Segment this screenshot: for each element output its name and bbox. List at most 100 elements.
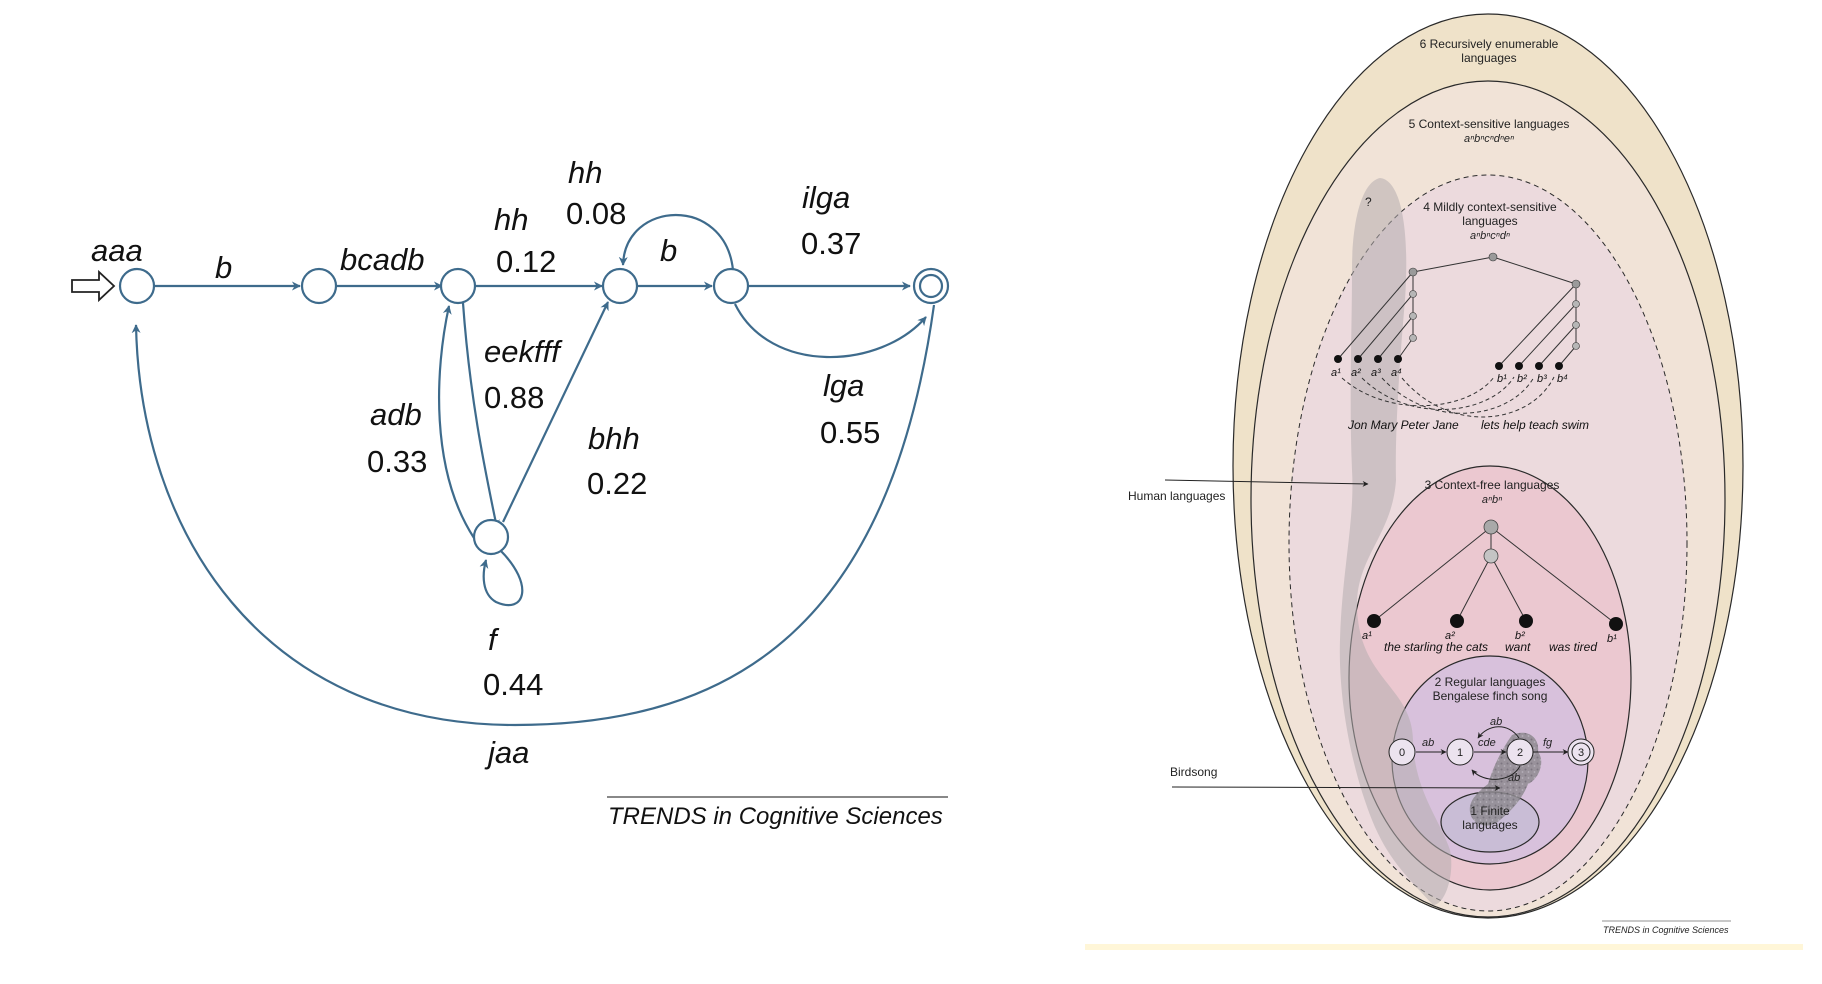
label-eekfff: eekfff	[484, 334, 563, 369]
prob-f: 0.44	[483, 667, 543, 702]
crossed-leaf-a4: a⁴	[1391, 367, 1402, 379]
fsm-state-0-label: 0	[1399, 747, 1405, 759]
level-4-title-line2: languages	[1462, 214, 1517, 228]
edge-s5-s3	[502, 301, 609, 523]
level-5-formula: aⁿbⁿcⁿdⁿeⁿ	[1464, 133, 1514, 145]
birdsong-label: Birdsong	[1170, 765, 1217, 779]
level-6-title-line2: languages	[1461, 51, 1516, 65]
label-lga: lga	[823, 368, 864, 403]
level-3-formula: aⁿbⁿ	[1482, 494, 1502, 506]
state-s4	[712, 267, 750, 305]
fsm-state-3-inner	[1571, 742, 1591, 762]
label-f: f	[488, 622, 500, 657]
label-hh-first: hh	[494, 202, 528, 237]
fsm-state-3-label: 3	[1578, 747, 1584, 759]
fsm-edge-fg: fg	[1543, 737, 1553, 749]
crossed-sentence-left: Jon Mary Peter Jane	[1347, 418, 1459, 432]
cf-leaf-a2	[1450, 614, 1464, 628]
edge-s2-s5	[461, 302, 500, 529]
fsm-state-2	[1506, 738, 1534, 766]
cf-label-b1: b¹	[1607, 633, 1617, 645]
credit-left: TRENDS in Cognitive Sciences	[608, 803, 943, 830]
state-final-inner	[918, 273, 944, 299]
crossed-leaf-b3: b³	[1537, 373, 1547, 385]
crossed-leaf-a2: a²	[1351, 367, 1361, 379]
credit-right: TRENDS in Cognitive Sciences	[1603, 925, 1729, 935]
fsm-state-0	[1388, 738, 1416, 766]
cf-label-a2: a²	[1445, 630, 1455, 642]
crossed-leaf-a1: a¹	[1331, 367, 1341, 379]
state-s0	[118, 267, 156, 305]
prob-eekfff: 0.88	[484, 380, 544, 415]
level-2-subtitle: Bengalese finch song	[1433, 689, 1548, 703]
cf-label-a1: a¹	[1362, 630, 1372, 642]
crossed-sentence-right: lets help teach swim	[1481, 418, 1589, 432]
crossed-leaf-a3: a³	[1371, 367, 1381, 379]
level-4-formula: aⁿbⁿcⁿdⁿ	[1470, 230, 1510, 242]
prob-lga: 0.55	[820, 415, 880, 450]
crossed-tree-nodes	[1334, 252, 1581, 370]
label-bhh: bhh	[588, 421, 640, 456]
cf-leaf-b1	[1609, 617, 1623, 631]
level-1-title: 1 Finite	[1470, 804, 1510, 818]
start-arrow-icon	[71, 269, 116, 303]
fsm-edge-ab-loop-bottom: ab	[1508, 772, 1520, 784]
label-b-first: b	[215, 250, 232, 285]
cf-inner-node	[1483, 548, 1499, 564]
prob-hh-second: 0.08	[566, 196, 626, 231]
prob-ilga: 0.37	[801, 226, 861, 261]
cf-word-the-starling-the-cats: the starling the cats	[1384, 640, 1488, 654]
prob-bhh: 0.22	[587, 466, 647, 501]
state-s2	[439, 267, 477, 305]
label-aaa: aaa	[91, 233, 143, 268]
fsm-state-1	[1446, 738, 1474, 766]
crossed-leaf-b2: b²	[1517, 373, 1527, 385]
birdsong-pointer	[1171, 784, 1501, 791]
state-s3	[601, 267, 639, 305]
label-bcadb: bcadb	[340, 242, 424, 277]
label-ilga: ilga	[802, 180, 850, 215]
level-5-title: 5 Context-sensitive languages	[1409, 117, 1570, 131]
level-3-title: 3 Context-free languages	[1425, 478, 1560, 492]
level-2-title: 2 Regular languages	[1435, 675, 1546, 689]
question-mark: ?	[1365, 195, 1372, 209]
finite-state-automaton: aaa b bcadb hh 0.12 hh 0.08 b ilga 0.37 …	[71, 155, 950, 830]
human-languages-band	[1339, 178, 1452, 905]
label-adb: adb	[370, 397, 422, 432]
label-hh-second: hh	[568, 155, 602, 190]
level-1-title-line2: languages	[1462, 818, 1517, 832]
fsm-edge-ab-0-1: ab	[1422, 737, 1434, 749]
label-jaa: jaa	[484, 735, 529, 770]
edge-s5-self	[479, 549, 524, 607]
fsm-edge-cde: cde	[1478, 737, 1496, 749]
fsm-state-2-label: 2	[1517, 747, 1523, 759]
human-languages-pointer	[1164, 479, 1369, 487]
edge-s4-final-curve	[734, 303, 927, 359]
chomsky-hierarchy: 6 Recursively enumerable languages 5 Con…	[1085, 13, 1803, 950]
cf-leaf-a1	[1367, 614, 1381, 628]
prob-hh-first: 0.12	[496, 244, 556, 279]
level-6-title: 6 Recursively enumerable	[1420, 37, 1559, 51]
edge-s5-s2	[438, 305, 475, 539]
edge-s4-s3-loop	[618, 213, 735, 271]
prob-adb: 0.33	[367, 444, 427, 479]
label-b-second: b	[660, 233, 677, 268]
fsm-edge-ab-loop-top: ab	[1490, 716, 1502, 728]
finch-song-fsm	[1416, 726, 1569, 780]
crossed-serial-tree	[1337, 256, 1577, 418]
cf-leaf-b2	[1519, 614, 1533, 628]
level-4-title: 4 Mildly context-sensitive	[1423, 200, 1557, 214]
state-s5	[472, 518, 510, 556]
fsm-state-1-label: 1	[1457, 747, 1463, 759]
cf-label-b2: b²	[1515, 630, 1525, 642]
crossed-leaf-b4: b⁴	[1557, 373, 1568, 385]
footer-band	[1085, 944, 1803, 950]
edge-final-s0-arc	[131, 304, 936, 727]
human-languages-label: Human languages	[1128, 489, 1225, 503]
cf-word-want: want	[1505, 640, 1531, 654]
cf-root-node	[1483, 519, 1499, 535]
cf-word-was-tired: was tired	[1549, 640, 1597, 654]
crossed-leaf-b1: b¹	[1497, 373, 1507, 385]
state-s1	[300, 267, 338, 305]
